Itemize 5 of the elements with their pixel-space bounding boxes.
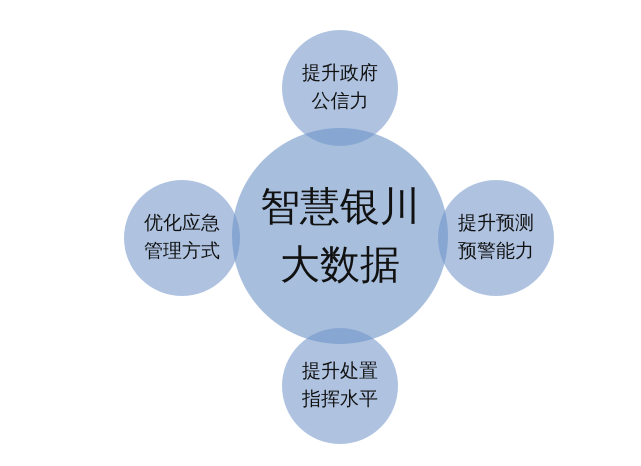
circle-label: 优化应急管理方式 xyxy=(143,211,221,264)
circle-label: 智慧银川大数据 xyxy=(259,183,421,290)
circle-label: 提升处置指挥水平 xyxy=(301,359,379,412)
circle-label: 提升政府公信力 xyxy=(301,61,379,114)
circle-label: 提升预测预警能力 xyxy=(457,211,535,264)
